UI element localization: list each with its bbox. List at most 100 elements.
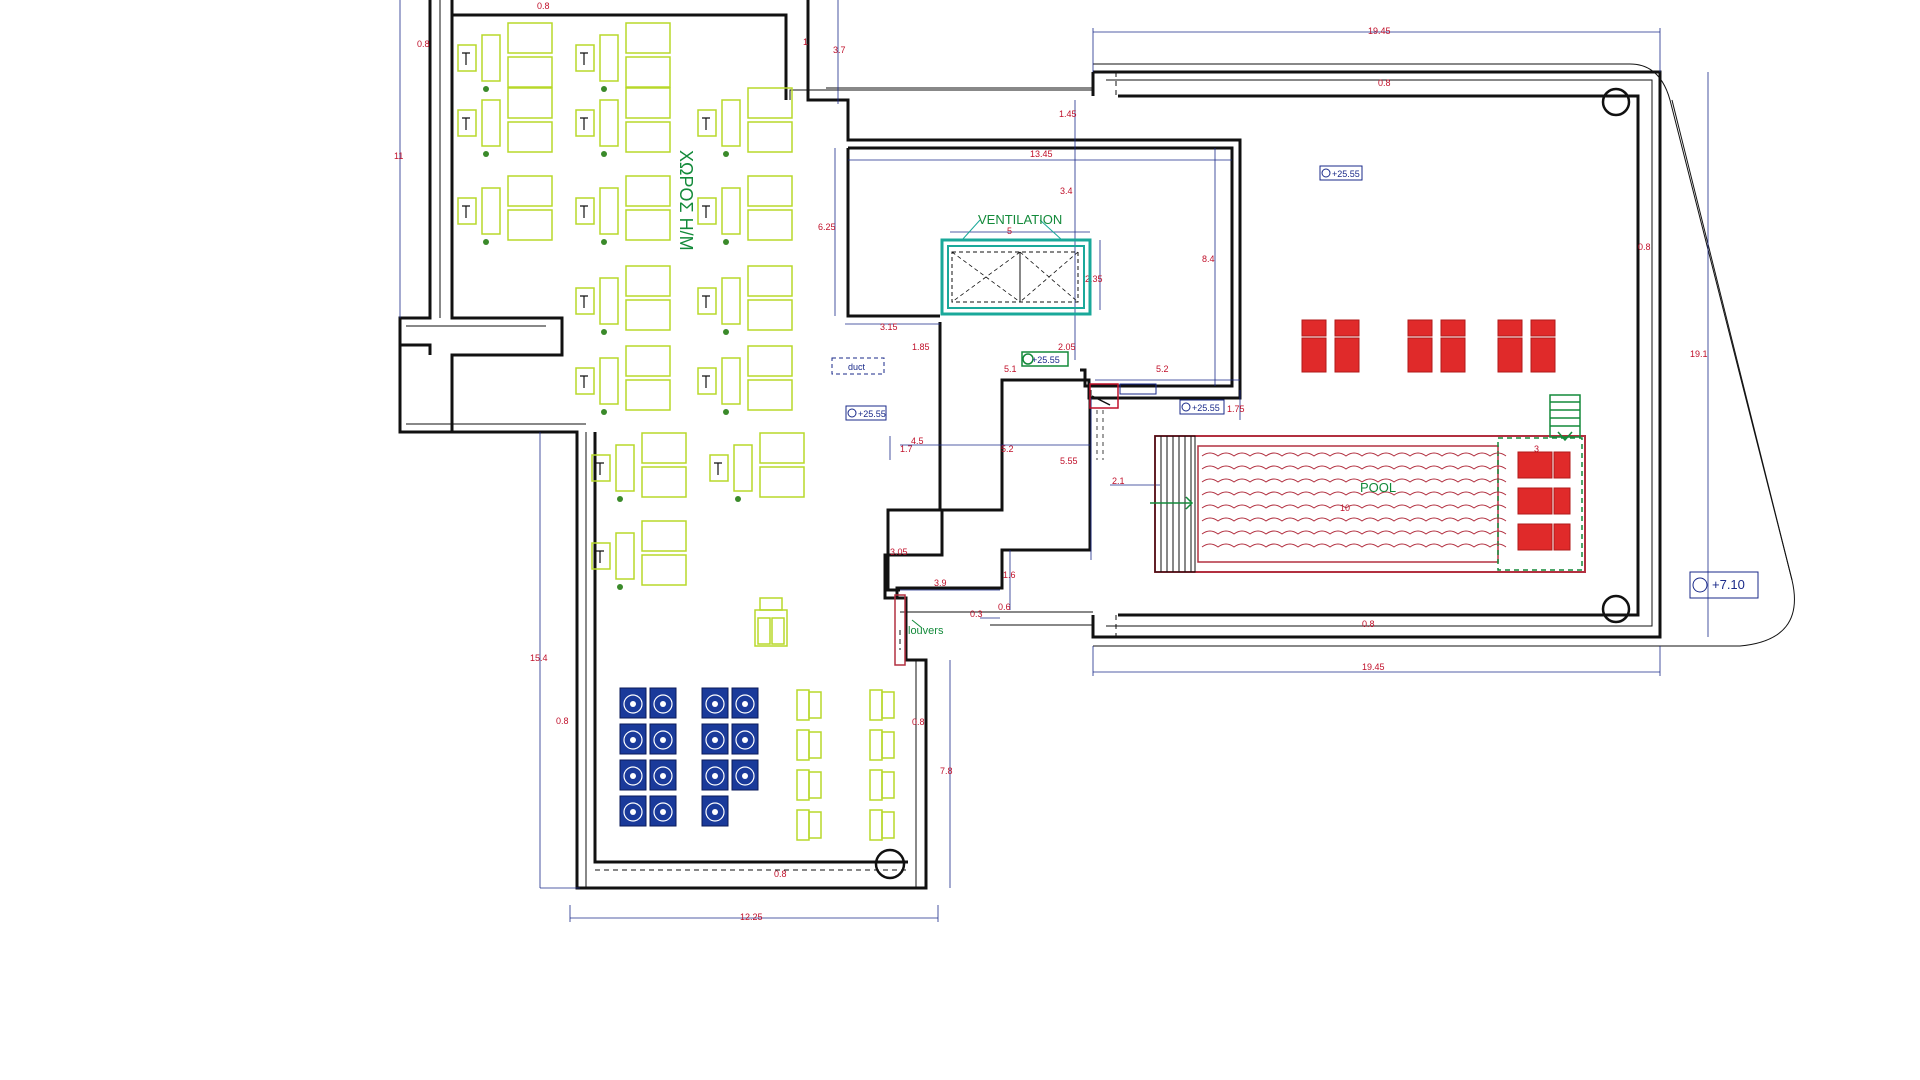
- louvers: [894, 594, 906, 666]
- rack-unit: [796, 809, 822, 841]
- blue-unit: [649, 795, 677, 827]
- dim-03: 0.3: [970, 609, 983, 619]
- dim-84: 8.4: [1202, 254, 1215, 264]
- dim-08-right-b: 0.8: [912, 717, 925, 727]
- pool-lounger: [1517, 451, 1571, 479]
- wall-vent-left: [846, 148, 940, 318]
- ventilation-label: VENTILATION: [978, 212, 1062, 227]
- rack-unit: [796, 689, 822, 721]
- blue-unit: [649, 723, 677, 755]
- dim-1345: 13.45: [1030, 149, 1053, 159]
- rack-unit: [869, 809, 895, 841]
- dim-3: 3: [1534, 444, 1539, 454]
- blue-unit: [619, 723, 647, 755]
- conduit: [1096, 410, 1104, 460]
- wall-lower-inner: [593, 432, 908, 864]
- blue-unit: [619, 687, 647, 719]
- dim-06: 0.6: [998, 602, 1011, 612]
- wall-left-inner-2: [450, 0, 788, 100]
- hm-unit: [457, 87, 553, 157]
- dim-top-1945: 19.45: [1368, 26, 1391, 36]
- dim-235: 2.35: [1085, 274, 1103, 284]
- sun-lounger: [1497, 319, 1523, 373]
- pool-ladder: [1549, 394, 1581, 442]
- hm-unit: [591, 432, 687, 502]
- level-d: +25.55: [1032, 355, 1060, 365]
- dim-top-08: 0.8: [1378, 78, 1391, 88]
- hm-unit: [457, 22, 553, 92]
- blue-unit: [619, 795, 647, 827]
- wall-left-outer: [398, 0, 1242, 890]
- room-name-label: ΧΩΡΟΣ Η/Μ: [676, 150, 696, 251]
- blue-unit: [701, 759, 729, 791]
- rack-unit: [796, 769, 822, 801]
- dim-bot-08: 0.8: [1362, 619, 1375, 629]
- dim-39: 3.9: [934, 578, 947, 588]
- pool-label: POOL: [1360, 480, 1396, 495]
- dim-1225: 12.25: [740, 912, 763, 922]
- blue-unit: [701, 723, 729, 755]
- level-marks: [845, 165, 1759, 599]
- wall-vent-inner: [848, 146, 1234, 388]
- dim-10: 10: [1340, 503, 1350, 513]
- blue-unit: [701, 687, 729, 719]
- dim-top-a: 0.8: [537, 1, 550, 11]
- column-bottom-left: [874, 848, 906, 880]
- blue-unit: [619, 759, 647, 791]
- dim-right-08: 0.8: [1638, 242, 1651, 252]
- loungers: [1301, 319, 1571, 551]
- dim-16: 1.6: [1003, 570, 1016, 580]
- level-a: +25.55: [1332, 169, 1360, 179]
- dim-52a: 5.2: [1156, 364, 1169, 374]
- wall-notch-inner: [400, 343, 432, 355]
- dim-08-left-b: 0.8: [556, 716, 569, 726]
- dimension-lines: [399, 0, 1709, 922]
- hm-unit: [697, 175, 793, 245]
- pool-lounger: [1517, 523, 1571, 551]
- dim-52b: 5.2: [1001, 444, 1014, 454]
- hm-unit: [575, 175, 671, 245]
- duct-label: duct: [848, 362, 866, 372]
- dim-45: 4.5: [911, 436, 924, 446]
- hm-unit: [575, 22, 671, 92]
- dim-315: 3.15: [880, 322, 898, 332]
- dim-625: 6.25: [818, 222, 836, 232]
- wall-deck-inner: [1118, 94, 1640, 617]
- terrace-edge: [1093, 63, 1795, 647]
- equipment-racks: [796, 689, 895, 841]
- blue-unit: [701, 795, 729, 827]
- dim-175: 1.75: [1227, 404, 1245, 414]
- rack-unit: [869, 769, 895, 801]
- hm-unit: [575, 265, 671, 335]
- hm-unit: [697, 345, 793, 415]
- hm-unit: [697, 265, 793, 335]
- walls: [398, 0, 1662, 890]
- blue-unit: [731, 723, 759, 755]
- electrical-panel: [1089, 383, 1119, 409]
- sun-lounger: [1301, 319, 1327, 373]
- dim-305: 3.05: [890, 547, 908, 557]
- hidden-lines: [595, 72, 1117, 871]
- dim-78: 7.8: [940, 766, 953, 776]
- pool-steps: [1154, 435, 1196, 573]
- level-b: +25.55: [858, 409, 886, 419]
- dim-5: 5: [1007, 226, 1012, 236]
- duct: duct: [831, 357, 885, 375]
- hm-unit: [591, 520, 687, 590]
- blue-unit: [731, 759, 759, 791]
- pool-water: [1201, 452, 1507, 548]
- dim-21: 2.1: [1112, 476, 1125, 486]
- dim-185: 1.85: [912, 342, 930, 352]
- sun-lounger: [1440, 319, 1466, 373]
- rack-unit: [869, 729, 895, 761]
- columns: [874, 87, 1631, 880]
- sun-lounger: [1407, 319, 1433, 373]
- dim-left-a: 0.8: [417, 39, 430, 49]
- pool-lounger: [1517, 487, 1571, 515]
- wall-steps-mid: [895, 390, 1092, 598]
- dimension-labels: 0.8 0.8 1 3.7 11 19.45 0.8 1.45 13.45 3.…: [394, 1, 1708, 922]
- dim-37: 3.7: [833, 45, 846, 55]
- wall-steps-inner: [886, 322, 942, 592]
- small-equipment: [754, 597, 788, 647]
